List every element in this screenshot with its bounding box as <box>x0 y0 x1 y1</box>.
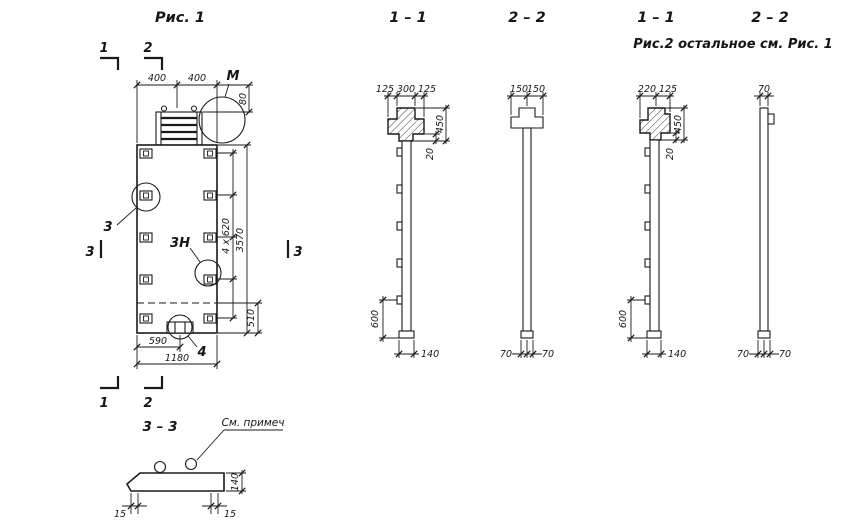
dim-1180: 1180 <box>165 353 189 364</box>
dim-70-left: 70 <box>500 349 512 360</box>
section-2-2-a-dimensions: 150 150 70 70 <box>500 84 554 360</box>
cut-2-bottom: 2 <box>143 396 152 411</box>
section-stem <box>401 140 412 332</box>
see-note-label: См. примеч <box>222 417 285 429</box>
dim-70-right: 70 <box>779 349 791 360</box>
detail-3n-circle <box>194 259 222 287</box>
dim-140: 140 <box>668 349 686 360</box>
plan-cut-marks: 1 2 1 2 3 3 <box>85 41 302 411</box>
section-foot <box>398 330 415 339</box>
section-foot <box>520 330 534 339</box>
title-fig2-note: Рис.2 остальное см. Рис. 1 <box>633 37 832 52</box>
section-foot <box>757 330 771 339</box>
section-1-1-a: 125 300 125 450 20 600 140 <box>370 84 450 360</box>
section-cap <box>510 107 544 129</box>
section-cap <box>387 107 425 142</box>
section-2-2-a: 150 150 70 70 <box>500 84 554 360</box>
dim-450: 450 <box>435 115 446 133</box>
loop-bar-icon <box>184 457 198 471</box>
dim-150-right: 150 <box>527 84 545 95</box>
dim-140: 140 <box>230 473 241 491</box>
detail-3-label: 3 <box>103 220 112 235</box>
section-flag <box>767 113 775 125</box>
slab-profile <box>125 472 225 492</box>
section-3-3-dimensions: 140 15 15 <box>114 469 246 520</box>
dim-70-top: 70 <box>758 84 770 95</box>
title-section-1-1-a: 1 – 1 <box>389 10 427 26</box>
dim-70-left: 70 <box>737 349 749 360</box>
dim-600: 600 <box>618 310 629 328</box>
dim-220: 220 <box>638 84 656 95</box>
cut-1-top: 1 <box>99 41 108 56</box>
plan-top-ladder <box>155 105 203 146</box>
detail-3n-label: 3Н <box>170 236 190 251</box>
dim-20: 20 <box>665 148 676 160</box>
dim-125: 125 <box>659 84 677 95</box>
dim-125-left: 125 <box>376 84 394 95</box>
dim-300: 300 <box>397 84 415 95</box>
section-3-3: 3 – 3 См. примеч 140 15 15 <box>114 417 284 520</box>
dim-150-left: 150 <box>510 84 528 95</box>
dim-125-right: 125 <box>418 84 436 95</box>
plan-dimensions: 400 400 80 4 x 620 3570 510 590 1180 <box>133 73 262 369</box>
cut-2-top: 2 <box>143 41 152 56</box>
plan-view: M 3 3Н 4 1 2 1 2 3 3 <box>85 41 302 411</box>
dim-590: 590 <box>149 336 167 347</box>
section-cap <box>639 107 671 141</box>
title-section-2-2-b: 2 – 2 <box>751 10 789 26</box>
section-2-2-b-dimensions: 70 70 70 <box>737 84 791 360</box>
section-stem <box>522 127 532 332</box>
dim-400-right: 400 <box>188 73 206 84</box>
dim-20: 20 <box>425 148 436 160</box>
cut-3-right: 3 <box>293 245 302 260</box>
lifting-loop-icon <box>160 105 168 112</box>
dim-510: 510 <box>246 309 257 327</box>
dim-80: 80 <box>238 93 249 105</box>
section-stem <box>759 107 769 332</box>
cut-1-bottom: 1 <box>99 396 108 411</box>
plan-callouts: M 3 3Н 4 <box>103 69 246 360</box>
dim-15-right: 15 <box>224 509 236 520</box>
section-stem <box>649 139 660 332</box>
lifting-loop-icon <box>190 105 198 112</box>
dim-3570: 3570 <box>235 228 246 252</box>
dim-400-left: 400 <box>148 73 166 84</box>
detail-3-circle <box>131 182 161 212</box>
dim-70-right: 70 <box>542 349 554 360</box>
detail-m-circle <box>198 96 246 144</box>
section-tabs <box>396 147 403 305</box>
dim-15-left: 15 <box>114 509 126 520</box>
section-tabs <box>644 147 651 305</box>
dim-600: 600 <box>370 310 381 328</box>
title-section-3-3: 3 – 3 <box>143 419 178 435</box>
titles-row: Рис. 1 1 – 1 2 – 2 1 – 1 2 – 2 Рис.2 ост… <box>155 10 833 52</box>
dim-140: 140 <box>421 349 439 360</box>
cut-3-left: 3 <box>85 245 94 260</box>
plan-embedded-squares <box>139 148 217 324</box>
loop-bar-icon <box>153 460 167 474</box>
title-fig1: Рис. 1 <box>155 10 205 26</box>
section-1-1-b-dimensions: 220 125 450 20 600 140 <box>618 84 688 360</box>
section-2-2-b: 70 70 70 <box>737 84 791 360</box>
section-foot <box>646 330 662 339</box>
title-section-2-2-a: 2 – 2 <box>508 10 546 26</box>
plan-bottom-notch <box>166 321 194 334</box>
section-1-1-b: 220 125 450 20 600 140 <box>618 84 688 360</box>
title-section-1-1-b: 1 – 1 <box>637 10 675 26</box>
dim-450: 450 <box>673 115 684 133</box>
detail-m-label: M <box>227 69 240 84</box>
dim-4x620: 4 x 620 <box>221 218 232 254</box>
detail-4-label: 4 <box>196 345 206 360</box>
section-1-1-a-dimensions: 125 300 125 450 20 600 140 <box>370 84 450 360</box>
